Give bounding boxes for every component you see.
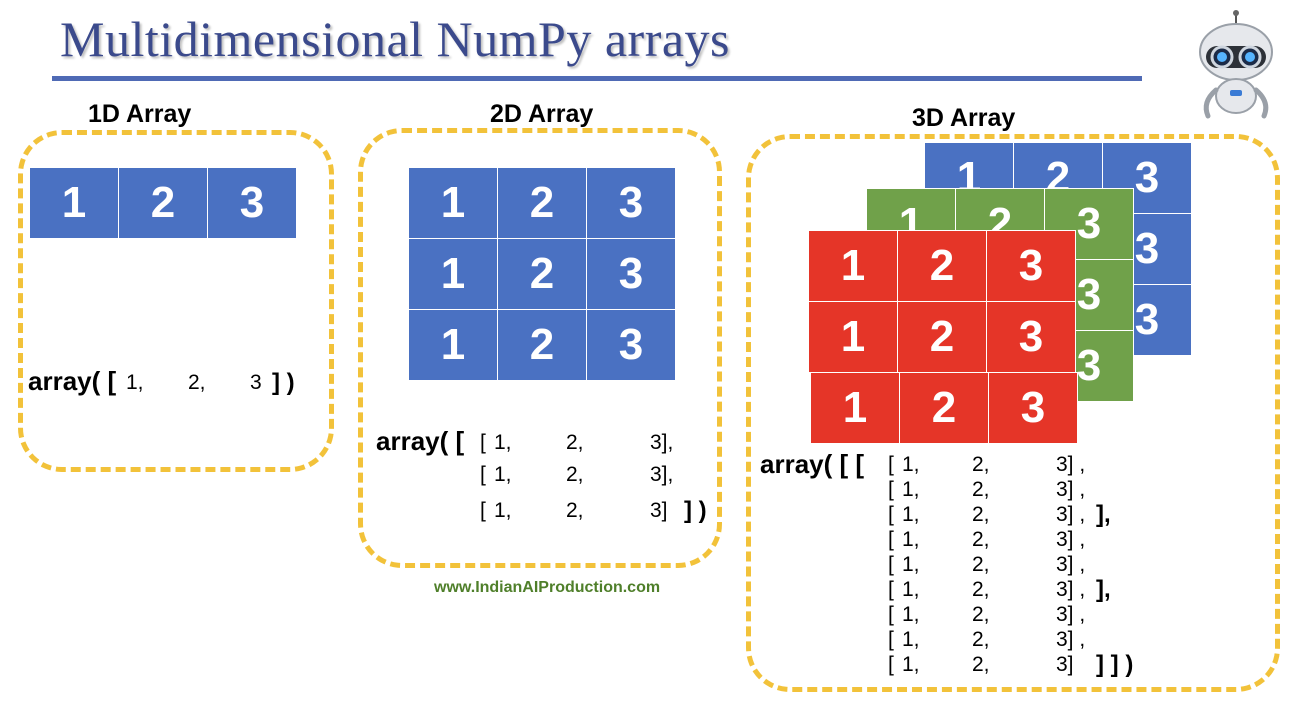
cell-2d-1-1: 2	[497, 238, 587, 310]
code-3d-r8-c: 3]	[1056, 653, 1074, 676]
code-3d-r8-tail: ] ] )	[1096, 651, 1134, 678]
code-3d-r2-open: [	[888, 503, 894, 526]
heading-2d: 2D Array	[490, 100, 594, 128]
code-3d-r7-a: 1,	[902, 628, 920, 651]
code-3d-r6-open: [	[888, 603, 894, 626]
code-3d-r5-b: 2,	[972, 578, 990, 601]
code-2d-r0-open: [	[480, 431, 486, 454]
code-2d-r0-b: 2,	[566, 431, 584, 454]
code-2d-prefix: array( [	[376, 426, 465, 456]
heading-3d: 3D Array	[912, 104, 1016, 132]
code-3d-r1-a: 1,	[902, 478, 920, 501]
cell-2d-1-2: 3	[586, 238, 676, 310]
page-title: Multidimensional NumPy arrays	[60, 11, 730, 67]
code-3d-r3-b: 2,	[972, 528, 990, 551]
cell-2d-2-1: 2	[497, 309, 587, 381]
code-2d-r2-a: 1,	[494, 499, 512, 522]
code-3d-r7-b: 2,	[972, 628, 990, 651]
code-2d-suffix: ] )	[684, 497, 707, 524]
cell-2d-2-0: 1	[408, 309, 498, 381]
box-2d	[358, 128, 722, 568]
code-3d-r1-c: 3] ,	[1056, 478, 1086, 501]
cell-3d-back-0-2: 3	[1102, 142, 1192, 214]
cell-2d-1-0: 1	[408, 238, 498, 310]
cell-3d-front-1-0: 1	[808, 301, 898, 373]
code-3d-r6-c: 3] ,	[1056, 603, 1086, 626]
code-3d-r4-b: 2,	[972, 553, 990, 576]
code-3d-r2-c: 3] ,	[1056, 503, 1086, 526]
code-2d-r0-c: 3],	[650, 431, 674, 454]
cell-2d-2-2: 3	[586, 309, 676, 381]
code-3d-r0-c: 3] ,	[1056, 453, 1086, 476]
box-1d	[18, 130, 334, 472]
code-3d-r5-tail: ],	[1096, 576, 1111, 603]
code-3d-r2-a: 1,	[902, 503, 920, 526]
code-2d-r1-b: 2,	[566, 463, 584, 486]
cell-2d-0-1: 2	[497, 167, 587, 239]
code-3d-r2-b: 2,	[972, 503, 990, 526]
code-3d-r5-a: 1,	[902, 578, 920, 601]
code-3d-r0-b: 2,	[972, 453, 990, 476]
title-underline	[52, 76, 1142, 81]
robot-icon	[1199, 10, 1273, 119]
cell-3d-front-0-1: 2	[897, 230, 987, 302]
code-3d-r7-c: 3] ,	[1056, 628, 1086, 651]
box-3d	[746, 134, 1280, 692]
code-3d-r3-a: 1,	[902, 528, 920, 551]
cell-3d-front-0-2: 3	[986, 230, 1076, 302]
code-3d-r0-a: 1,	[902, 453, 920, 476]
code-3d-r3-open: [	[888, 528, 894, 551]
code-3d-r8-b: 2,	[972, 653, 990, 676]
code-2d-r2-c: 3]	[650, 499, 668, 522]
code-3d-prefix: array( [ [	[760, 449, 865, 479]
code-3d-r8-open: [	[888, 653, 894, 676]
cell-1d-2: 3	[207, 167, 297, 239]
cell-3d-front-0-0: 1	[808, 230, 898, 302]
code-3d-r1-b: 2,	[972, 478, 990, 501]
heading-1d: 1D Array	[88, 100, 192, 128]
code-3d-r1-open: [	[888, 478, 894, 501]
code-1d-v0: 1,	[126, 371, 144, 394]
footer-url: www.IndianAIProduction.com	[434, 579, 661, 596]
cell-3d-front-1-2: 3	[986, 301, 1076, 373]
code-2d-r1-open: [	[480, 463, 486, 486]
code-3d-r4-open: [	[888, 553, 894, 576]
code-2d-r2-open: [	[480, 499, 486, 522]
code-1d-v2: 3	[250, 371, 262, 394]
cell-1d-1: 2	[118, 167, 208, 239]
code-3d-r8-a: 1,	[902, 653, 920, 676]
code-3d-r5-c: 3] ,	[1056, 578, 1086, 601]
code-1d-prefix: array( [	[28, 366, 117, 396]
code-2d-r0-a: 1,	[494, 431, 512, 454]
code-3d-r5-open: [	[888, 578, 894, 601]
code-3d-r6-b: 2,	[972, 603, 990, 626]
cell-2d-0-2: 3	[586, 167, 676, 239]
cell-3d-front-2-1: 2	[899, 372, 989, 444]
code-3d-r7-open: [	[888, 628, 894, 651]
cell-3d-front-2-2: 3	[988, 372, 1078, 444]
code-3d-r0-open: [	[888, 453, 894, 476]
cell-3d-front-2-0: 1	[810, 372, 900, 444]
cell-3d-front-1-1: 2	[897, 301, 987, 373]
code-1d-v1: 2,	[188, 371, 206, 394]
code-3d-r6-a: 1,	[902, 603, 920, 626]
code-3d-r4-c: 3] ,	[1056, 553, 1086, 576]
cell-2d-0-0: 1	[408, 167, 498, 239]
code-3d-r3-c: 3] ,	[1056, 528, 1086, 551]
cell-1d-0: 1	[29, 167, 119, 239]
code-2d-r1-c: 3],	[650, 463, 674, 486]
code-3d-r4-a: 1,	[902, 553, 920, 576]
code-2d-r2-b: 2,	[566, 499, 584, 522]
code-1d-suffix: ] )	[272, 369, 295, 396]
code-2d-r1-a: 1,	[494, 463, 512, 486]
code-3d-r2-tail: ],	[1096, 501, 1111, 528]
